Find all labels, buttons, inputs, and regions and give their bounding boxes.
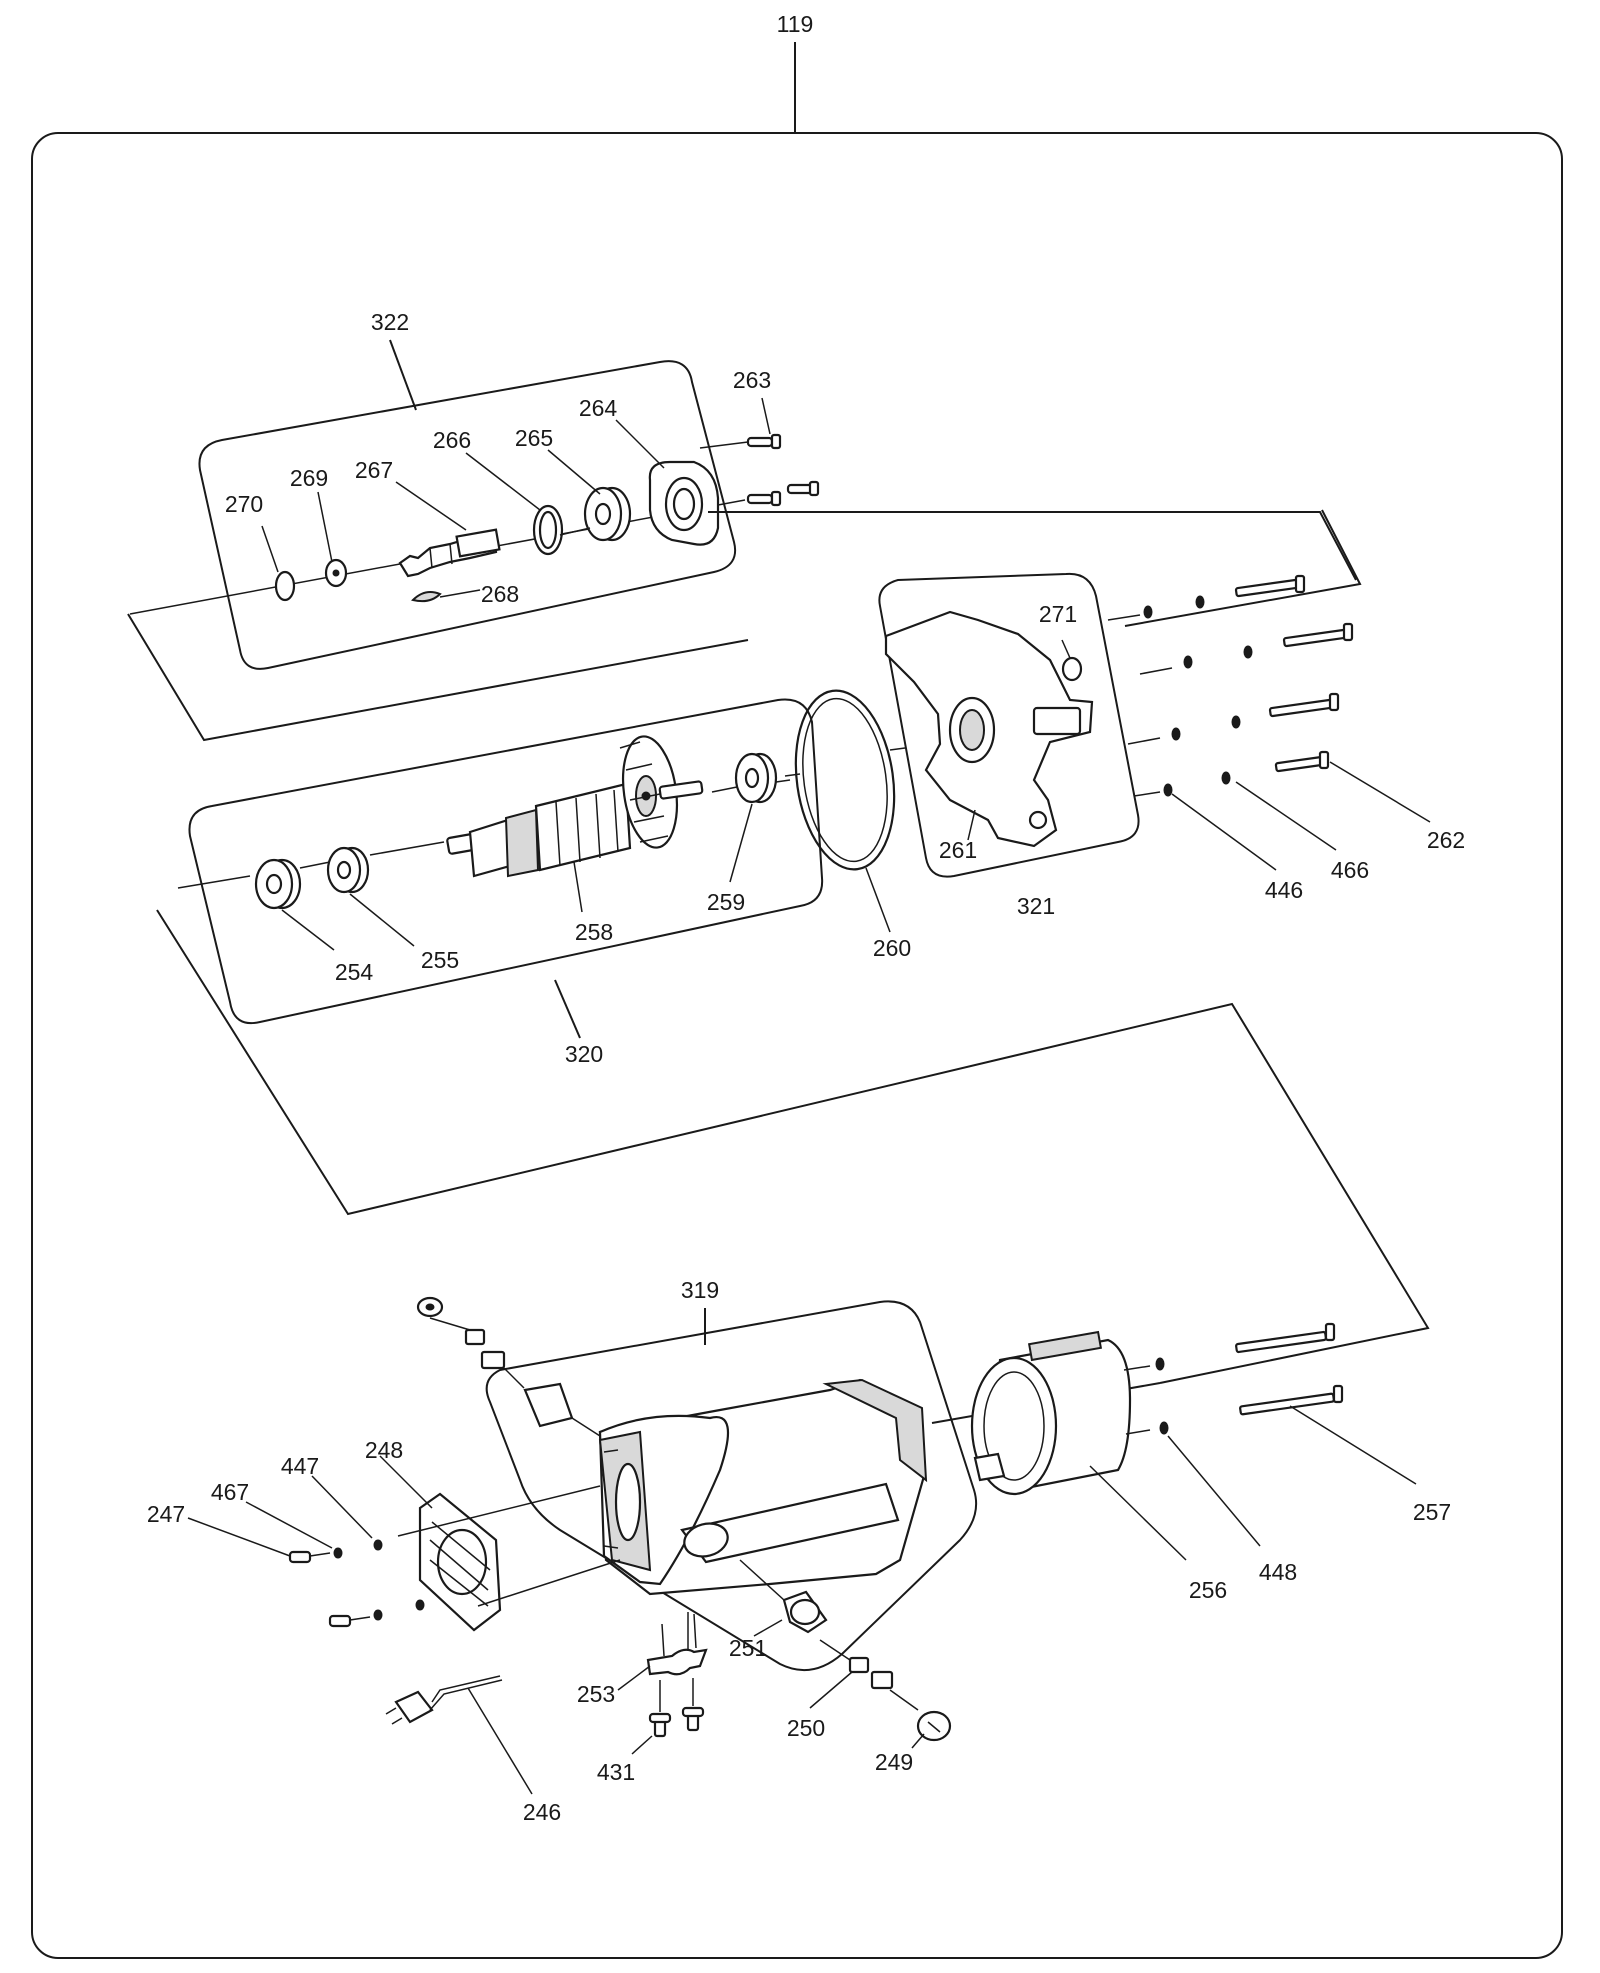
bearing-265: [583, 486, 632, 542]
stator-256: [970, 1330, 1187, 1561]
screws-247: [187, 1475, 425, 1628]
screws-257: [1123, 1322, 1417, 1547]
screws-262: [1107, 574, 1354, 797]
label-466: 466: [1331, 857, 1369, 883]
bearing-254: [254, 858, 302, 910]
bearing-255: [326, 846, 370, 894]
subassembly-319: [416, 1296, 978, 1755]
label-119: 119: [777, 11, 814, 37]
label-266: 266: [433, 427, 471, 453]
label-257: 257: [1413, 1499, 1451, 1525]
subassembly-321: [878, 572, 1431, 878]
label-264: 264: [579, 395, 618, 421]
flange-264: [648, 460, 720, 546]
label-269: 269: [290, 465, 328, 491]
label-320: 320: [565, 1041, 603, 1067]
label-271: 271: [1039, 601, 1077, 627]
label-260: 260: [873, 935, 911, 961]
screws-431: [648, 1678, 705, 1738]
label-250: 250: [787, 1715, 825, 1741]
guard-plate-248: [379, 1455, 621, 1632]
label-446: 446: [1265, 877, 1303, 903]
subassembly-320: [177, 698, 824, 1039]
label-248: 248: [365, 1437, 403, 1463]
label-249: 249: [875, 1749, 913, 1775]
label-259: 259: [707, 889, 745, 915]
brush-holder-251: [739, 1559, 851, 1661]
screws-263: [699, 397, 820, 507]
label-258: 258: [575, 919, 613, 945]
label-247: 247: [147, 1501, 185, 1527]
label-261: 261: [939, 837, 977, 863]
label-270: 270: [225, 491, 263, 517]
key-268: [411, 591, 442, 603]
label-254: 254: [335, 959, 374, 985]
label-321: 321: [1017, 893, 1055, 919]
motor-housing-319: [598, 1378, 928, 1650]
label-263: 263: [733, 367, 771, 393]
label-319: 319: [681, 1277, 719, 1303]
label-267: 267: [355, 457, 393, 483]
rubber-ring-260: [784, 689, 906, 933]
brush-holder-top: [416, 1296, 601, 1437]
power-cable-246: [385, 1675, 533, 1795]
label-265: 265: [515, 425, 553, 451]
carbon-brush-250: [848, 1656, 919, 1711]
label-322: 322: [371, 309, 409, 335]
plug-271: [1061, 656, 1083, 682]
armature-258: [446, 735, 704, 878]
spindle-267: [398, 528, 501, 578]
label-431: 431: [597, 1759, 635, 1785]
label-447: 447: [281, 1453, 319, 1479]
label-246: 246: [523, 1799, 561, 1825]
label-262: 262: [1427, 827, 1465, 853]
label-251: 251: [729, 1635, 767, 1661]
brush-cap-249: [916, 1710, 952, 1742]
cable-clamp-253: [646, 1613, 708, 1676]
explode-bands: [127, 509, 1430, 1424]
label-253: 253: [577, 1681, 615, 1707]
assembly-frame-119: [31, 42, 1563, 1959]
label-268: 268: [481, 581, 519, 607]
label-255: 255: [421, 947, 459, 973]
circlip-270: [274, 570, 296, 602]
subassembly-322: [129, 339, 820, 670]
part-labels: 119 322 263 264 265 266 267 268 269 270 …: [147, 11, 1465, 1825]
label-256: 256: [1189, 1577, 1227, 1603]
bearing-259: [734, 752, 778, 804]
label-448: 448: [1259, 1559, 1297, 1585]
label-467: 467: [211, 1479, 249, 1505]
